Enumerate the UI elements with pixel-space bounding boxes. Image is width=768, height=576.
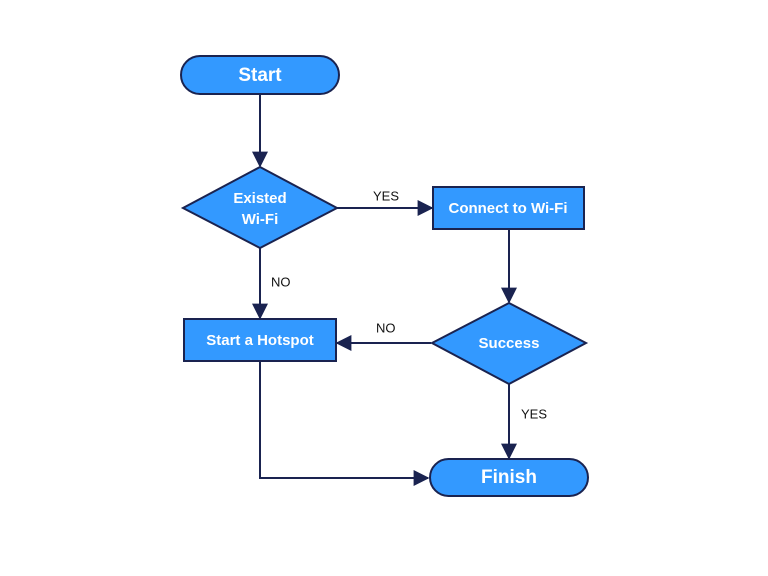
node-start-hotspot[interactable]: Start a Hotspot: [183, 318, 337, 362]
node-success[interactable]: Success: [429, 301, 589, 386]
node-start[interactable]: Start: [180, 55, 340, 95]
node-success-label: Success: [479, 335, 540, 352]
edge-label-existed-no: NO: [271, 274, 291, 289]
node-existed-wifi[interactable]: Existed Wi-Fi: [180, 165, 340, 250]
node-existed-wifi-label-line1: Existed: [233, 190, 286, 207]
node-connect-wifi[interactable]: Connect to Wi-Fi: [432, 186, 585, 230]
process-shape: [432, 186, 585, 230]
node-connect-wifi-label: Connect to Wi-Fi: [448, 200, 567, 217]
terminal-shape: [429, 458, 589, 497]
process-shape: [183, 318, 337, 362]
node-start-hotspot-label: Start a Hotspot: [206, 332, 314, 349]
node-finish[interactable]: Finish: [429, 458, 589, 497]
decision-shape: [429, 301, 589, 386]
node-existed-wifi-label-line2: Wi-Fi: [242, 211, 279, 228]
node-start-label: Start: [238, 65, 282, 86]
edge-hotspot-to-finish: [259, 361, 430, 486]
edge-label-success-no: NO: [376, 320, 396, 335]
node-finish-label: Finish: [481, 467, 537, 488]
edge-label-existed-yes: YES: [373, 188, 399, 203]
terminal-shape: [180, 55, 340, 95]
decision-shape: [180, 165, 340, 250]
edge-label-success-yes: YES: [521, 406, 547, 421]
